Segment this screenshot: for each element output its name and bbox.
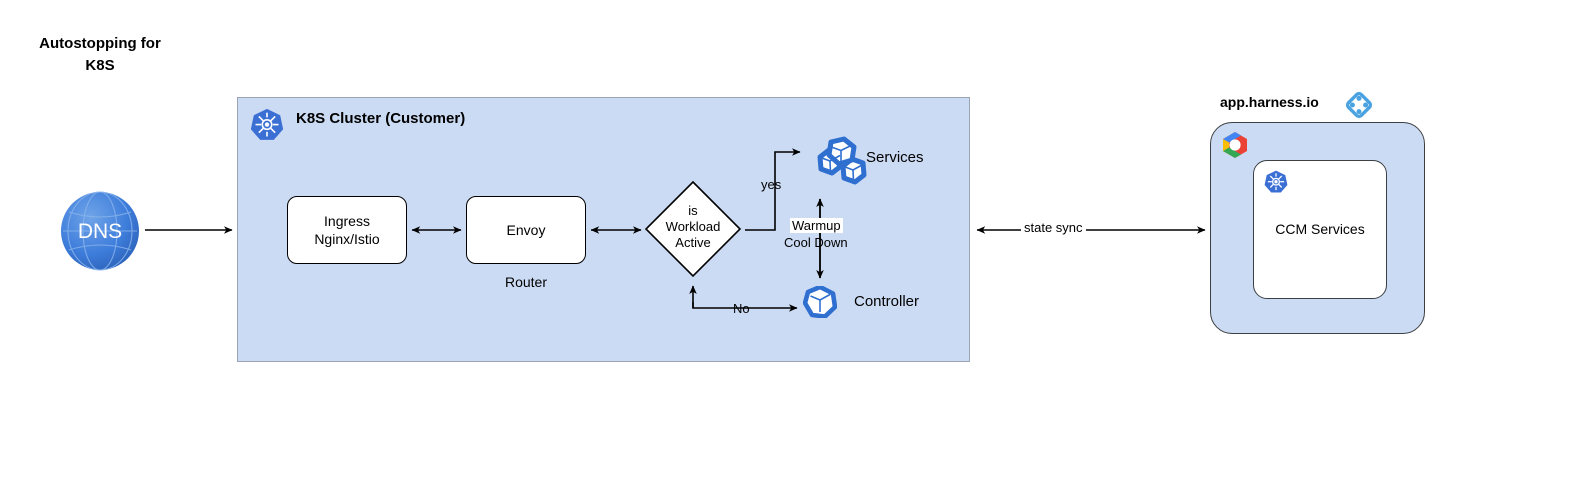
ingress-label-line2: Nginx/Istio [314,231,380,247]
decision-line1: is [688,203,698,218]
kubernetes-icon [1264,170,1288,194]
edge-label-state-sync: state sync [1021,220,1086,235]
pods-cluster-icon[interactable] [807,136,869,194]
services-label: Services [866,149,924,166]
edge-label-no: No [733,301,750,316]
page-title: Autostopping for K8S [30,33,170,77]
ingress-label-line1: Ingress [324,212,370,229]
cluster-title: K8S Cluster (Customer) [296,110,466,127]
edge-label-cooldown: Cool Down [784,235,848,250]
harness-domain-label: app.harness.io [1220,94,1319,110]
decision-line3: Active [675,234,711,250]
decision-line2: Workload [665,218,721,234]
page-title-line2: K8S [85,56,115,74]
decision-node-label: is Workload Active [640,203,746,251]
dns-globe-icon[interactable]: DNS [60,191,140,271]
kubernetes-icon [250,108,284,142]
edge-label-warmup: Warmup [790,218,843,233]
envoy-label: Envoy [506,221,546,238]
ingress-node[interactable]: Ingress Nginx/Istio [287,196,407,264]
router-label: Router [504,274,548,290]
edge-label-yes: yes [761,177,782,192]
controller-label: Controller [854,293,920,310]
envoy-node[interactable]: Envoy [466,196,586,264]
harness-logo-icon [1344,90,1374,120]
ccm-services-label: CCM Services [1275,221,1365,237]
google-cloud-icon [1220,131,1250,159]
pod-icon[interactable] [802,284,838,319]
svg-text:DNS: DNS [78,220,122,243]
page-title-line1: Autostopping for [39,35,161,52]
